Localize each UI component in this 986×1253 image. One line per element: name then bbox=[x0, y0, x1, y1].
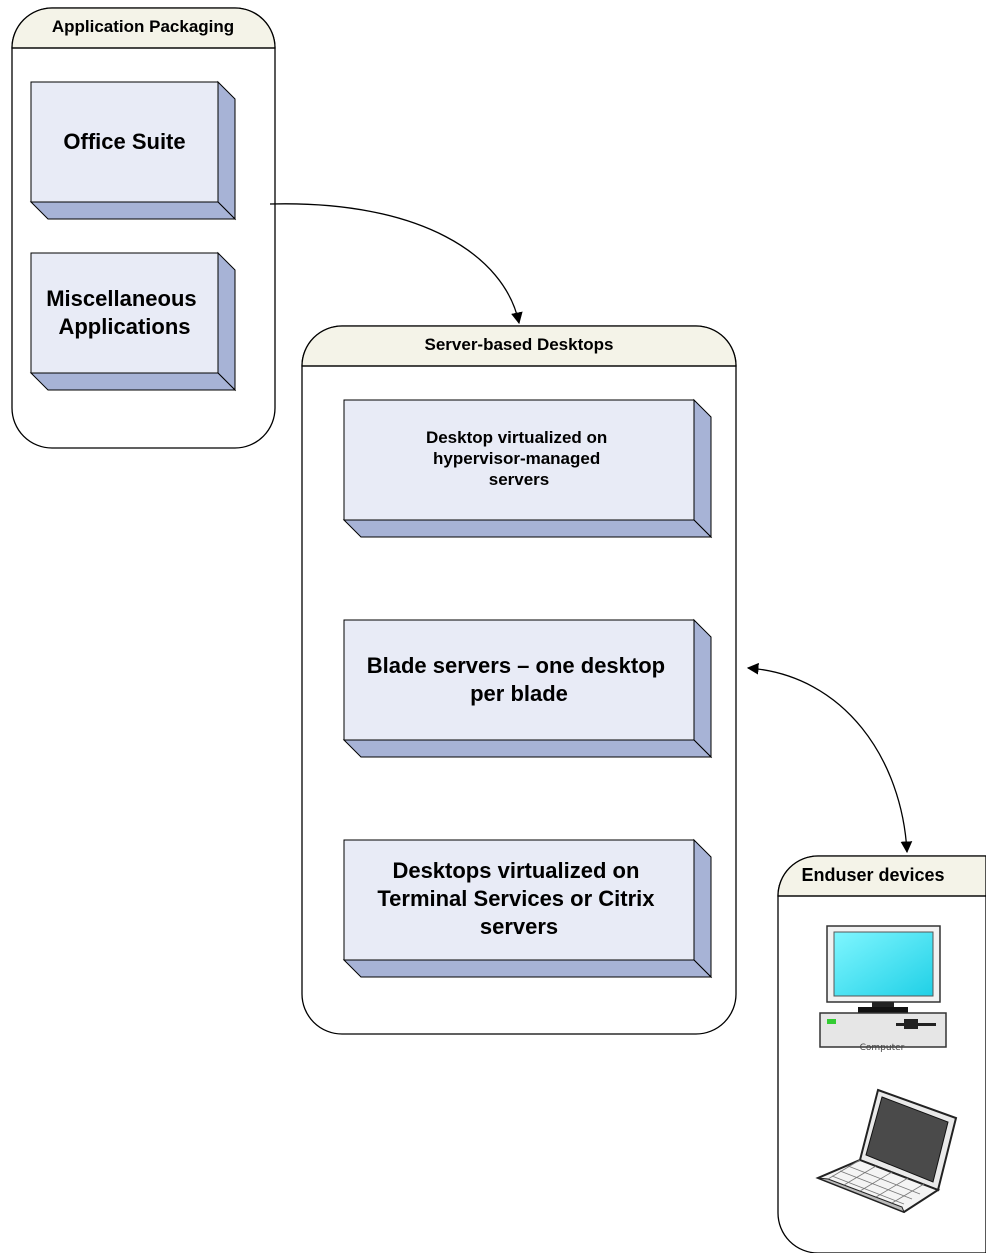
connector-packaging-to-server-desktops bbox=[269, 203, 523, 325]
hypervisor-desktop-label: Desktop virtualized on hypervisor-manage… bbox=[426, 428, 612, 489]
server-based-desktops-group: Server-based Desktops Desktop virtualize… bbox=[301, 325, 737, 1035]
office-suite-label: Office Suite bbox=[63, 129, 185, 154]
terminal-services-label: Desktops virtualized on Terminal Service… bbox=[377, 858, 660, 939]
terminal-services-box: Desktops virtualized on Terminal Service… bbox=[342, 838, 713, 979]
miscellaneous-applications-box: Miscellaneous Applications bbox=[29, 251, 237, 392]
application-packaging-header bbox=[11, 7, 276, 49]
server-based-desktops-title: Server-based Desktops bbox=[425, 335, 614, 354]
miscellaneous-applications-label: Miscellaneous Applications bbox=[46, 286, 203, 339]
enduser-devices-group: Enduser devices Computer bbox=[777, 855, 986, 1253]
application-packaging-title: Application Packaging bbox=[52, 17, 234, 36]
computer-caption: Computer bbox=[860, 1043, 905, 1053]
enduser-devices-header bbox=[777, 855, 986, 897]
office-suite-box: Office Suite bbox=[29, 80, 237, 221]
hypervisor-desktop-box: Desktop virtualized on hypervisor-manage… bbox=[342, 398, 713, 539]
blade-servers-box: Blade servers – one desktop per blade bbox=[342, 618, 713, 759]
enduser-devices-title: Enduser devices bbox=[801, 865, 944, 885]
blade-servers-label: Blade servers – one desktop per blade bbox=[367, 653, 671, 706]
laptop-icon bbox=[815, 1088, 958, 1214]
server-based-desktops-header bbox=[301, 325, 737, 367]
desktop-computer-icon: Computer bbox=[819, 925, 947, 1053]
application-packaging-group: Application Packaging Office Suite Misce… bbox=[11, 7, 276, 449]
connector-server-desktops-to-enduser-devices bbox=[746, 662, 913, 854]
